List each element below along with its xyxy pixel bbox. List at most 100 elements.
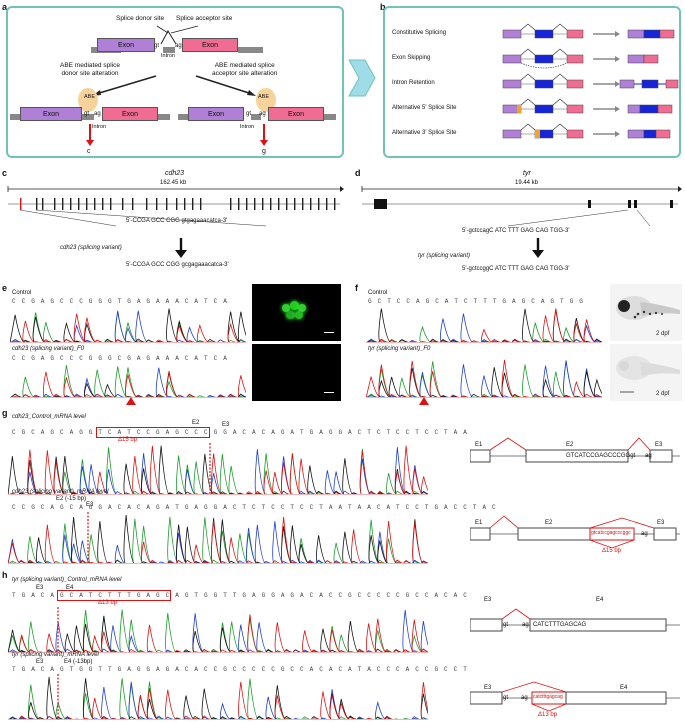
splice-donor-label: Splice donor site <box>116 15 165 22</box>
cdh23-seq-wt: 5'-CCGA GCC CGG gtgagaaacatca-3' <box>126 218 228 224</box>
cdh23-gene-map <box>7 186 344 258</box>
h-variant-seq: T G A C A G T G G T T G A G G A G A C A … <box>12 666 469 673</box>
g-top-e2: E2 <box>566 442 574 448</box>
h-e3: E3 <box>36 585 44 591</box>
tyr-seq-wt: 5'-gctccagC ATC TTT GAG CAG TGG-3' <box>462 228 570 234</box>
h-variant-e4: E4 (-13bp) <box>64 659 93 665</box>
g-deletion-box <box>96 427 210 438</box>
abe-right: ABE <box>258 94 270 100</box>
h-variant-trace <box>8 674 428 720</box>
g-delta: Δ15 bp <box>118 437 138 443</box>
exon-left-br: Exon <box>188 107 244 121</box>
donor-alteration-label: ABE mediated splice donor site alteratio… <box>60 62 120 77</box>
h-e4: E4 <box>66 585 74 591</box>
base-g: g <box>262 148 266 155</box>
g-e2: E2 <box>192 420 200 426</box>
panel-letter-d: d <box>355 168 361 178</box>
f-mutation-marker-icon <box>419 397 429 405</box>
intron-bl: Intron <box>92 124 107 130</box>
embryo-variant-icon <box>616 356 680 393</box>
h-bottom-gt: gt <box>503 695 509 701</box>
h-top-seq: CATCTTTGAGCAG <box>533 622 587 628</box>
g-bottom-seq: gtcatccgagcccggc <box>591 530 631 536</box>
h-top-e4: E4 <box>596 597 604 603</box>
h-variant-label: tyr (splicing variant)_mRNA level <box>12 652 99 658</box>
h-bottom-seq: catctttgagcag <box>533 694 563 700</box>
h-top-gt: gt <box>503 622 509 628</box>
ag-br: ag <box>259 111 266 117</box>
g-control-trace <box>8 443 428 495</box>
f-dpf-top: 2 dpf <box>656 331 670 337</box>
embryo-control-icon <box>616 296 680 320</box>
cdh23-variant-label: cdh23 (splicing variant) <box>60 245 122 251</box>
g-structure-top <box>470 437 680 463</box>
e-mutation-marker-icon <box>126 397 136 405</box>
e-variant-seq: C C G A G C C C G G G C G A G A A A C A … <box>12 355 229 362</box>
g-control-label: cdh23_Control_mRNA level <box>12 414 86 420</box>
panel-letter-a: a <box>2 2 8 12</box>
ag-bl: ag <box>94 111 101 117</box>
intron-top: Intron <box>161 53 176 59</box>
g-variant-e2: E2 (-15 bp) <box>56 496 87 502</box>
tyr-seq-mut: 5'-gctccggC ATC TTT GAG CAG TGG-3' <box>462 266 570 272</box>
panel-letter-c: c <box>2 168 8 178</box>
acceptor-alteration-label: ABE mediated splice acceptor site altera… <box>212 62 278 77</box>
exon-left-top: Exon <box>97 38 155 52</box>
g-bottom-e1: E1 <box>475 520 483 526</box>
row-intron-retention: Intron Retention <box>392 80 435 86</box>
g-top-seq: GTCATCCGAGCCCGGgt <box>566 453 636 459</box>
row-alt-3: Alternative 3' Splice Site <box>392 130 457 136</box>
f-variant-trace <box>366 359 602 398</box>
row-constitutive: Constitutive Splicing <box>392 30 447 36</box>
g-structure-bottom <box>470 515 680 549</box>
g-top-e1: E1 <box>475 442 483 448</box>
ag-top: ag <box>175 43 182 49</box>
f-dpf-bottom: 2 dpf <box>656 391 670 397</box>
panel-letter-e: e <box>2 283 8 293</box>
gt-bl: gt <box>84 111 90 117</box>
h-delta: Δ13 bp <box>98 600 118 606</box>
cdh23-length: 162.45 kb <box>160 180 187 186</box>
exon-right-bl: Exon <box>102 107 158 121</box>
row-alt-5: Alternative 5' Splice Site <box>392 105 457 111</box>
row-exon-skipping: Exon Skipping <box>392 55 431 61</box>
cdh23-gene: cdh23 <box>165 170 185 177</box>
splice-acceptor-label: Splice acceptor site <box>176 15 233 22</box>
g-control-seq: C G C A G C A G G T C A T C C G A G C C … <box>12 429 469 436</box>
tyr-gene: tyr <box>523 170 531 177</box>
tyr-length: 19.44 kb <box>515 180 539 186</box>
chevron-right-icon <box>348 59 376 97</box>
h-top-e3: E3 <box>484 597 492 603</box>
f-embryo-variant: 2 dpf <box>610 344 682 401</box>
h-bottom-e4: E4 <box>620 685 628 691</box>
g-bottom-e3: E3 <box>657 520 665 526</box>
h-deletion-box <box>57 590 171 601</box>
e-variant-trace <box>10 365 246 398</box>
panel-b-diagram <box>502 23 679 139</box>
h-variant-e3: E3 <box>36 659 44 665</box>
g-variant-trace <box>8 512 428 564</box>
f-control-trace <box>366 308 602 343</box>
h-structure-top <box>470 608 680 632</box>
panel-a-box <box>6 6 344 158</box>
e-microscopy-control <box>252 284 341 341</box>
g-bottom-delta: Δ15 bp <box>602 548 622 554</box>
panel-letter-g: g <box>2 408 8 418</box>
abe-left: ABE <box>84 94 96 100</box>
exon-right-br: Exon <box>268 107 324 121</box>
f-control-seq: G C T C C A G C A T C T T T G A G C A G … <box>368 298 585 305</box>
g-variant-e3: E3 <box>86 502 94 508</box>
gt-top: gt <box>154 43 160 49</box>
f-variant-label: tyr (splicing variant)_F0 <box>368 346 431 352</box>
h-structure-bottom <box>470 681 680 712</box>
exon-left-bl: Exon <box>20 107 82 121</box>
e-variant-label: cdh23 (splicing variant)_F0 <box>12 346 85 352</box>
exon-right-top: Exon <box>182 38 238 52</box>
panel-letter-b: b <box>380 2 386 12</box>
tyr-variant-label: tyr (splicing variant) <box>418 253 471 259</box>
g-variant-seq: C C G C A G C A G G A C A C A G A T G A … <box>12 504 497 511</box>
cdh23-seq-mut: 5'-CCGA GCC CGG gcgagaaacatca-3' <box>126 262 229 268</box>
h-control-label: tyr (splicing variant)_Control_mRNA leve… <box>12 577 122 583</box>
h-bottom-ag: ag <box>521 695 528 701</box>
panel-letter-h: h <box>2 570 8 580</box>
